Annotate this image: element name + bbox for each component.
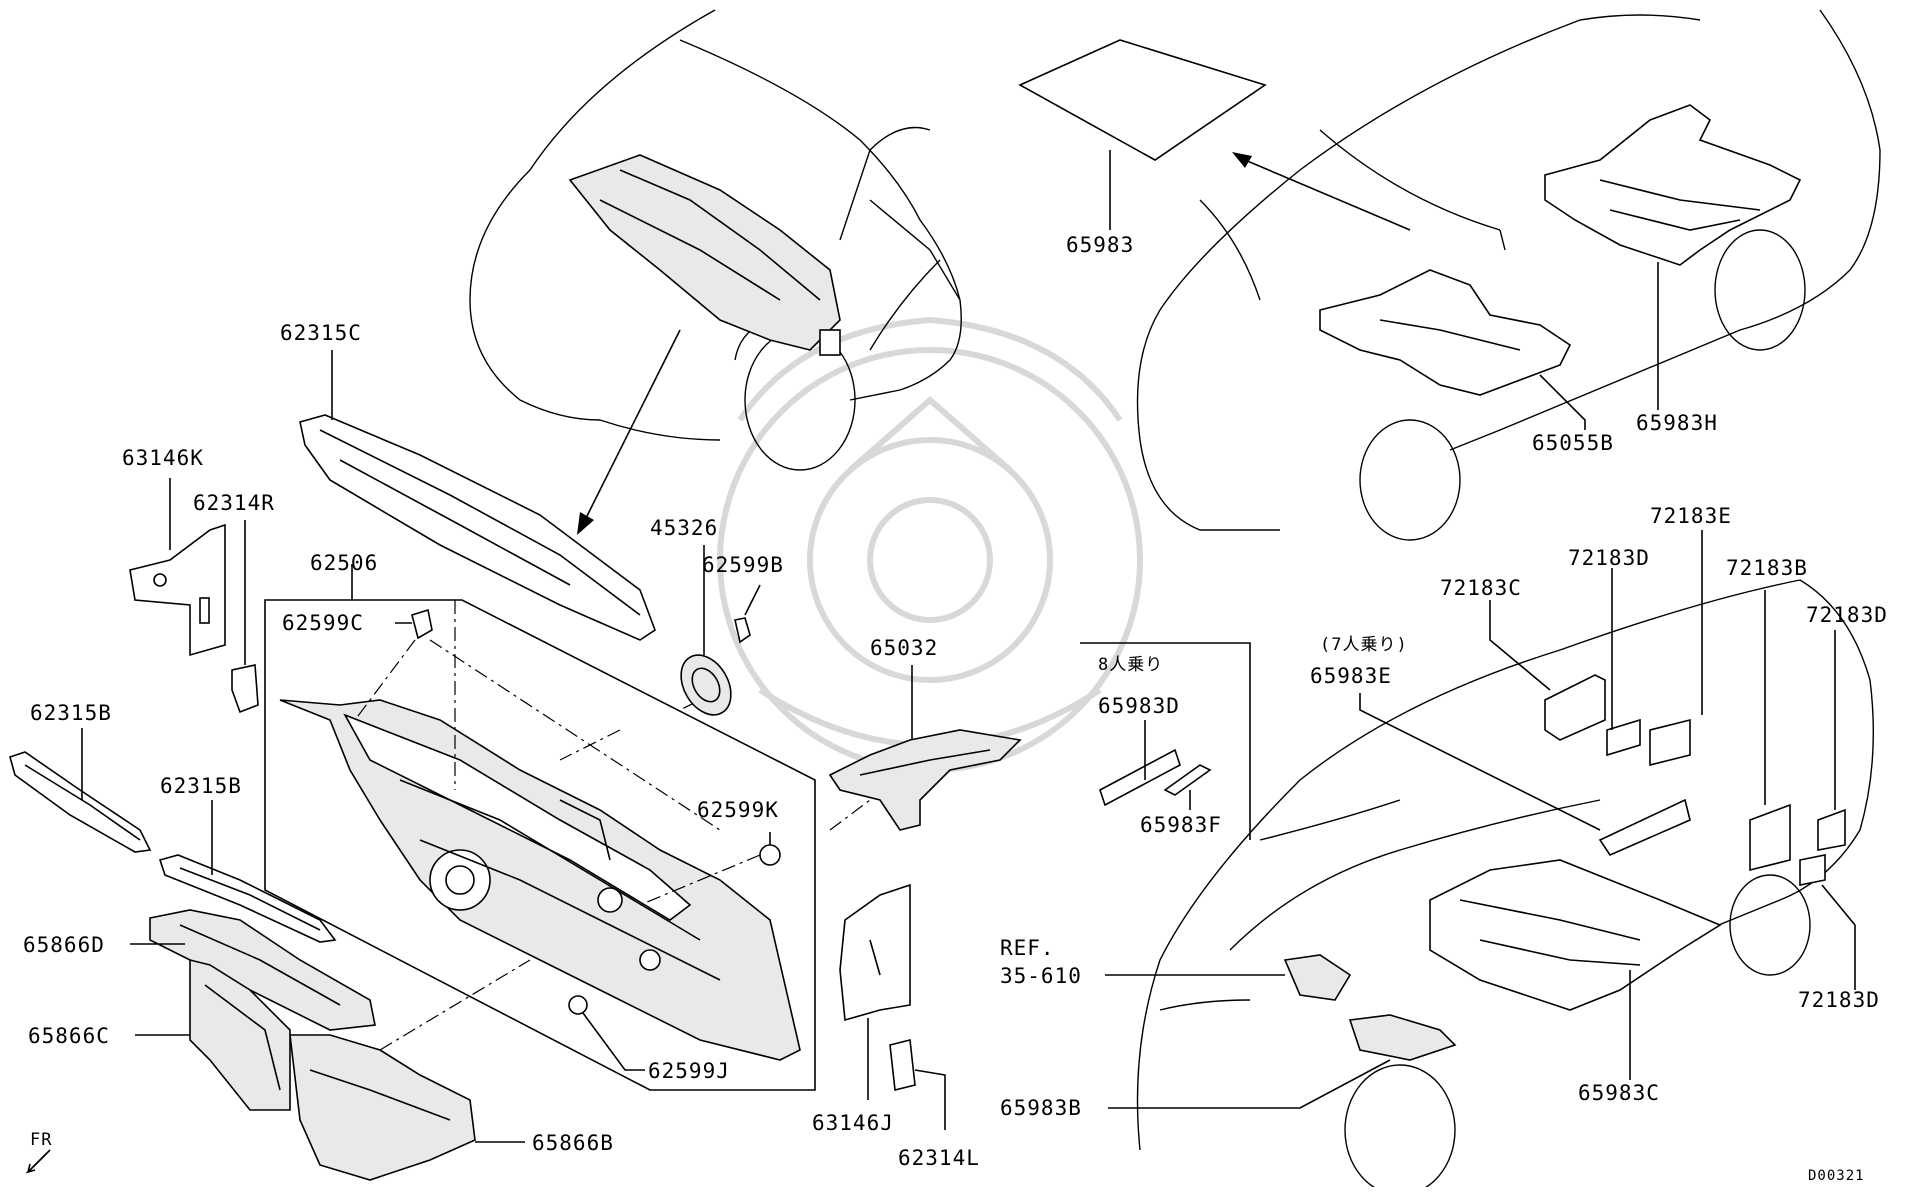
leader-65983E xyxy=(1359,693,1601,831)
label-63146J: 63146J xyxy=(812,1111,894,1135)
part-65055B xyxy=(1319,269,1572,396)
label-65866C: 65866C xyxy=(28,1024,110,1048)
label-65032: 65032 xyxy=(870,636,938,660)
part-65866C xyxy=(189,958,291,1111)
label-72183B: 72183B xyxy=(1726,556,1808,580)
leader-62314L xyxy=(914,1069,946,1130)
part-72183E xyxy=(1649,718,1691,767)
arrow-65983 xyxy=(1244,159,1411,231)
part-62315C xyxy=(299,414,656,641)
label-62315C: 62315C xyxy=(280,321,362,345)
dash-ref-4 xyxy=(559,729,621,761)
label-62314L: 62314L xyxy=(898,1146,980,1170)
dash-ref-5 xyxy=(639,854,761,906)
label-62315B-b: 62315B xyxy=(160,774,242,798)
label-ref: REF. xyxy=(1000,936,1055,960)
bracket-8seat xyxy=(1080,642,1251,840)
part-62599K xyxy=(759,844,781,866)
part-62599B xyxy=(734,617,751,644)
car-outline-front-left xyxy=(469,9,962,471)
label-65983D: 65983D xyxy=(1098,694,1180,718)
part-62315B-a xyxy=(9,751,152,853)
label-65983: 65983 xyxy=(1066,233,1134,257)
part-62314L xyxy=(889,1039,916,1091)
leader-65055B xyxy=(1539,374,1586,430)
label-62314R: 62314R xyxy=(193,491,275,515)
label-72183C: 72183C xyxy=(1440,576,1522,600)
part-62599C xyxy=(411,608,433,640)
leader-65983B xyxy=(1108,1059,1391,1109)
label-65983C: 65983C xyxy=(1578,1081,1660,1105)
label-63146K: 63146K xyxy=(122,446,204,470)
part-72183B xyxy=(1749,803,1791,872)
label-65983E: 65983E xyxy=(1310,664,1392,688)
cowl-panel-upper xyxy=(568,154,841,356)
arrow-head-65983 xyxy=(1232,152,1252,168)
leader-72183C xyxy=(1489,600,1551,691)
label-72183D-b: 72183D xyxy=(1806,603,1888,627)
label-65983F: 65983F xyxy=(1140,813,1222,837)
part-63146K xyxy=(129,523,226,657)
part-65983D xyxy=(1099,748,1181,807)
dash-ref-6 xyxy=(379,959,531,1051)
label-65983H: 65983H xyxy=(1636,411,1718,435)
label-8-seat: 8人乗り xyxy=(1098,655,1163,675)
label-65055B: 65055B xyxy=(1532,431,1614,455)
arrow-head-cowl xyxy=(577,512,594,535)
label-62506: 62506 xyxy=(310,551,378,575)
part-65032 xyxy=(828,729,1022,831)
car-outline-top-right xyxy=(1136,9,1881,541)
part-65983F xyxy=(1163,764,1212,796)
part-65983H xyxy=(1544,104,1802,266)
leader-72183D-c xyxy=(1821,884,1856,990)
part-65983 xyxy=(1018,39,1267,161)
label-62599K: 62599K xyxy=(697,798,779,822)
arrow-cowl xyxy=(584,329,681,521)
part-63146J xyxy=(839,883,911,1022)
leader-62599B xyxy=(744,584,761,616)
diagram-code: D00321 xyxy=(1808,1168,1865,1184)
label-65866B: 65866B xyxy=(532,1131,614,1155)
label-72183E: 72183E xyxy=(1650,504,1732,528)
watermark-emblem xyxy=(717,316,1143,773)
label-62599J: 62599J xyxy=(648,1059,730,1083)
part-72183C xyxy=(1544,674,1606,741)
dash-ref-1 xyxy=(354,639,416,721)
part-ref-35-610 xyxy=(1283,954,1352,1001)
label-72183D-a: 72183D xyxy=(1568,546,1650,570)
label-72183D-c: 72183D xyxy=(1798,988,1880,1012)
label-62599C: 62599C xyxy=(282,611,364,635)
box-62506 xyxy=(264,599,816,1091)
label-ref-number: 35-610 xyxy=(1000,964,1082,988)
dash-ref-7 xyxy=(829,799,871,831)
part-72183D-b xyxy=(1817,808,1846,851)
part-65866B xyxy=(289,1034,476,1181)
leader-62599J xyxy=(582,1012,645,1071)
label-62599B: 62599B xyxy=(702,553,784,577)
part-65866D xyxy=(149,909,376,1031)
part-62315B-b xyxy=(158,854,337,943)
part-72183D-a xyxy=(1606,718,1641,757)
fr-direction-icon xyxy=(25,1149,51,1174)
part-65983C xyxy=(1429,859,1722,1011)
label-65983B: 65983B xyxy=(1000,1096,1082,1120)
part-72183D-c xyxy=(1799,854,1826,886)
part-65983B xyxy=(1348,1014,1457,1061)
label-45326: 45326 xyxy=(650,516,718,540)
label-62315B-a: 62315B xyxy=(30,701,112,725)
part-65983E xyxy=(1598,798,1691,857)
label-65866D: 65866D xyxy=(23,933,105,957)
part-45326 xyxy=(680,654,732,716)
part-62599J xyxy=(568,995,588,1015)
part-62506-dash-panel xyxy=(279,699,801,1061)
label-7-seat: (7人乗り) xyxy=(1320,635,1408,655)
label-fr: FR xyxy=(30,1130,52,1150)
dash-ref-2 xyxy=(429,639,721,831)
part-62314R xyxy=(231,664,259,714)
